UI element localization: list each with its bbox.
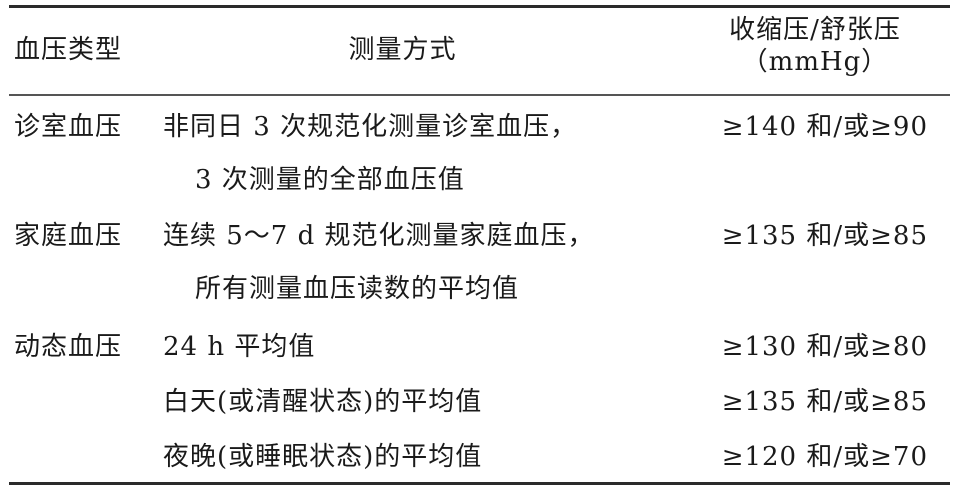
- row-method-line: 非同日 3 次规范化测量诊室血压，: [163, 112, 578, 142]
- header-measurement-method: 测量方式: [348, 35, 457, 65]
- header-value-unit: （mmHg）: [741, 47, 889, 77]
- row-bp-type: 动态血压: [14, 332, 123, 362]
- table-bottom-rule: [9, 482, 950, 485]
- row-threshold-value: ≥135 和/或≥85: [721, 387, 928, 417]
- row-threshold-value: ≥120 和/或≥70: [721, 442, 928, 472]
- row-threshold-value: ≥140 和/或≥90: [721, 112, 928, 142]
- header-value-line1: 收缩压/舒张压: [729, 15, 901, 45]
- row-method-line: 3 次测量的全部血压值: [195, 165, 465, 195]
- table-header-rule: [9, 94, 950, 96]
- row-method-line: 连续 5～7 d 规范化测量家庭血压，: [163, 221, 595, 251]
- row-method-line: 所有测量血压读数的平均值: [195, 274, 520, 304]
- row-threshold-value: ≥130 和/或≥80: [721, 332, 928, 362]
- row-bp-type: 家庭血压: [14, 221, 123, 251]
- header-bp-type: 血压类型: [14, 35, 123, 65]
- row-method-line: 夜晚(或睡眠状态)的平均值: [163, 442, 483, 472]
- row-bp-type: 诊室血压: [14, 112, 123, 142]
- row-threshold-value: ≥135 和/或≥85: [721, 221, 928, 251]
- header-systolic-diastolic: 收缩压/舒张压 （mmHg）: [690, 14, 940, 78]
- row-method-line: 白天(或清醒状态)的平均值: [163, 387, 483, 417]
- table-top-rule: [9, 5, 950, 8]
- row-method-line: 24 h 平均值: [163, 332, 316, 362]
